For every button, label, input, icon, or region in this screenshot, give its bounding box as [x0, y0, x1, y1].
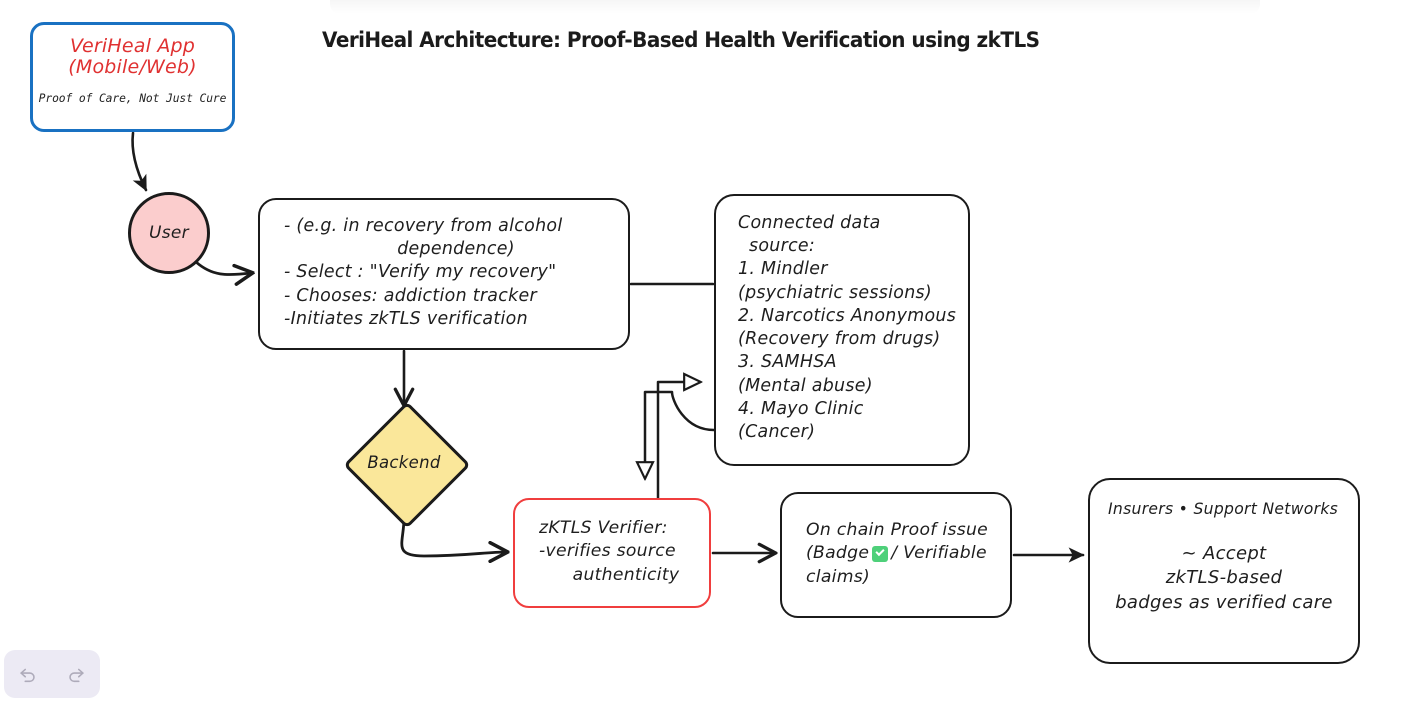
datasource-line: (psychiatric sessions) — [738, 282, 932, 303]
node-user-label: User — [149, 223, 189, 243]
redo-button[interactable] — [59, 657, 93, 691]
datasource-line: (Recovery from drugs) — [738, 329, 941, 350]
datasource-line: 4. Mayo Clinic — [738, 398, 864, 419]
app-title: VeriHeal App (Mobile/Web) — [68, 35, 197, 79]
undo-icon — [20, 668, 35, 683]
app-title-line1: VeriHeal App — [69, 35, 196, 57]
verifier-line: authenticity — [572, 564, 680, 585]
actions-line: - Chooses: addiction tracker — [284, 285, 537, 306]
datasource-line: 1. Mindler — [738, 259, 828, 280]
onchain-badge-suffix: / Verifiable — [891, 543, 987, 564]
datasource-line: source: — [749, 236, 816, 257]
node-insurers-support-networks[interactable]: Insurers • Support Networks ~ Accept zkT… — [1088, 478, 1360, 664]
green-check-badge-icon — [872, 545, 889, 562]
actions-line: - Select : "Verify my recovery" — [284, 262, 557, 283]
onchain-line-2: (Badge / Verifiable — [806, 542, 987, 565]
onchain-line-1: On chain Proof issue — [806, 519, 989, 540]
insurers-body: ~ Accept zkTLS-based badges as verified … — [1115, 542, 1333, 615]
actions-line: - (e.g. in recovery from alcohol — [284, 216, 563, 237]
undo-redo-toolbar — [4, 650, 100, 698]
datasource-line: 2. Narcotics Anonymous — [738, 305, 957, 326]
datasource-line: Connected data — [738, 213, 881, 233]
insurers-line: zkTLS-based — [1165, 567, 1283, 589]
verifier-line: -verifies source — [539, 541, 676, 562]
insurers-line: ~ Accept — [1181, 543, 1267, 564]
actions-line: -Initiates zkTLS verification — [284, 308, 528, 329]
node-backend[interactable]: Backend — [343, 401, 471, 529]
connector-app-to-user — [131, 131, 148, 192]
redo-icon — [69, 668, 84, 683]
insurers-header: Insurers • Support Networks — [1108, 500, 1339, 518]
undo-button[interactable] — [11, 657, 45, 691]
node-zktls-verifier[interactable]: zKTLS Verifier: -verifies source authent… — [513, 498, 711, 608]
node-connected-data-sources[interactable]: Connected data source: 1. Mindler (psych… — [714, 194, 970, 466]
app-tagline: Proof of Care, Not Just Cure — [38, 91, 227, 105]
insurers-line: badges as verified care — [1115, 591, 1333, 613]
datasource-line: (Cancer) — [738, 422, 816, 443]
connector-verifier-to-datasource — [656, 382, 700, 500]
node-user[interactable]: User — [128, 192, 210, 274]
datasource-line: (Mental abuse) — [738, 375, 873, 396]
app-title-line2: (Mobile/Web) — [68, 56, 197, 79]
actions-line: dependence) — [397, 239, 515, 260]
node-backend-label: Backend — [367, 452, 441, 472]
datasource-line: 3. SAMHSA — [738, 352, 837, 373]
node-veriheal-app[interactable]: VeriHeal App (Mobile/Web) Proof of Care,… — [30, 22, 235, 132]
connector-datasource-to-verifier — [645, 390, 716, 478]
connector-backend-to-verifier — [400, 516, 506, 556]
page-title: VeriHeal Architecture: Proof-Based Healt… — [322, 28, 1040, 53]
verifier-line: zKTLS Verifier: — [539, 518, 668, 539]
onchain-badge-prefix: (Badge — [806, 543, 870, 564]
onchain-line-3: claims) — [806, 566, 871, 587]
node-onchain-proof[interactable]: On chain Proof issue (Badge / Verifiable… — [780, 492, 1012, 618]
connector-user-to-actions — [194, 260, 251, 275]
node-user-actions[interactable]: - (e.g. in recovery from alcohol depende… — [258, 198, 630, 350]
